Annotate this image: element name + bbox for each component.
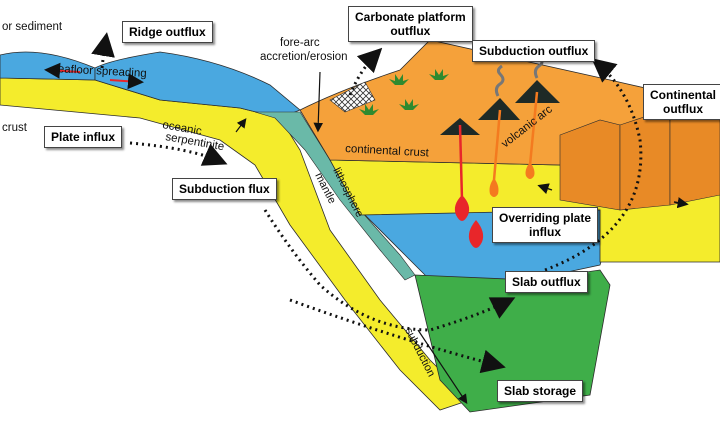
crust-left-label: crust — [2, 122, 28, 134]
plate-influx-text: Plate influx — [51, 130, 116, 144]
plant-icon — [399, 99, 419, 110]
plate-influx-box: Plate influx — [44, 126, 123, 148]
overriding-plate-line2: influx — [529, 225, 562, 239]
plant-group — [359, 69, 449, 115]
carbonate-outflux-box: Carbonate platform outflux — [348, 6, 473, 42]
seafloor-sediment-label: or sediment — [2, 21, 63, 33]
magma-line-1 — [458, 124, 464, 201]
plant-icon — [359, 104, 379, 115]
spreading-arrow-right — [109, 73, 144, 90]
ridge-outflux-box: Ridge outflux — [122, 21, 213, 43]
magma-drop-3 — [525, 162, 535, 179]
subduction-flux-text: Subduction flux — [179, 182, 270, 196]
magma-drop-1 — [454, 195, 470, 221]
serpentinite-pointer — [235, 118, 247, 133]
subduction-outflux-box: Subduction outflux — [472, 40, 596, 62]
subduction-direction-arrow — [417, 329, 468, 404]
carbonate-outflux-line1: Carbonate platform — [355, 10, 466, 24]
plant-icon — [389, 74, 409, 85]
slab-storage-text: Slab storage — [504, 384, 577, 398]
continental-step-2 — [619, 114, 671, 211]
plate-motion-arrow-2 — [673, 197, 689, 209]
slab-storage-box: Slab storage — [497, 380, 584, 402]
continental-step-3 — [669, 109, 720, 206]
ridge-outflux-text: Ridge outflux — [129, 25, 206, 39]
continental-outflux-line2: outflux — [663, 102, 703, 116]
plate-motion-arrow-1 — [537, 183, 553, 194]
magma-drop-2 — [489, 178, 499, 197]
volcano-2 — [478, 98, 520, 120]
subduction-outflux-arrow — [544, 58, 643, 272]
carbonate-outflux-line2: outflux — [390, 24, 431, 38]
magma-drop-4 — [468, 220, 484, 248]
slab-outflux-text: Slab outflux — [512, 275, 581, 289]
subduction-flux-box: Subduction flux — [172, 178, 277, 200]
fore-arc-pointer — [313, 71, 324, 133]
subduction-outflux-text: Subduction outflux — [479, 44, 589, 58]
fore-arc-label: fore-arc — [280, 37, 320, 49]
continental-outflux-line1: Continental — [650, 88, 716, 102]
volcano-group — [440, 56, 560, 248]
slab-outflux-box: Slab outflux — [505, 271, 588, 293]
overriding-plate-line1: Overriding plate — [499, 211, 592, 225]
magma-line-2 — [492, 109, 502, 181]
smoke-1 — [494, 64, 505, 97]
seafloor-spreading-label: seafloor spreading — [52, 63, 147, 80]
spreading-arrow-left — [44, 62, 81, 79]
plant-icon — [429, 69, 449, 80]
continental-crust-label: continental crust — [345, 143, 430, 159]
accretion-erosion-label: accretion/erosion — [260, 51, 348, 63]
magma-line-3 — [528, 91, 539, 166]
subduction-flux-arrow — [263, 209, 516, 332]
overriding-plate-influx-box: Overriding plate influx — [492, 207, 599, 243]
volcano-3 — [515, 80, 560, 103]
continental-step-1 — [559, 119, 621, 211]
continental-outflux-box: Continental outflux — [643, 84, 720, 120]
